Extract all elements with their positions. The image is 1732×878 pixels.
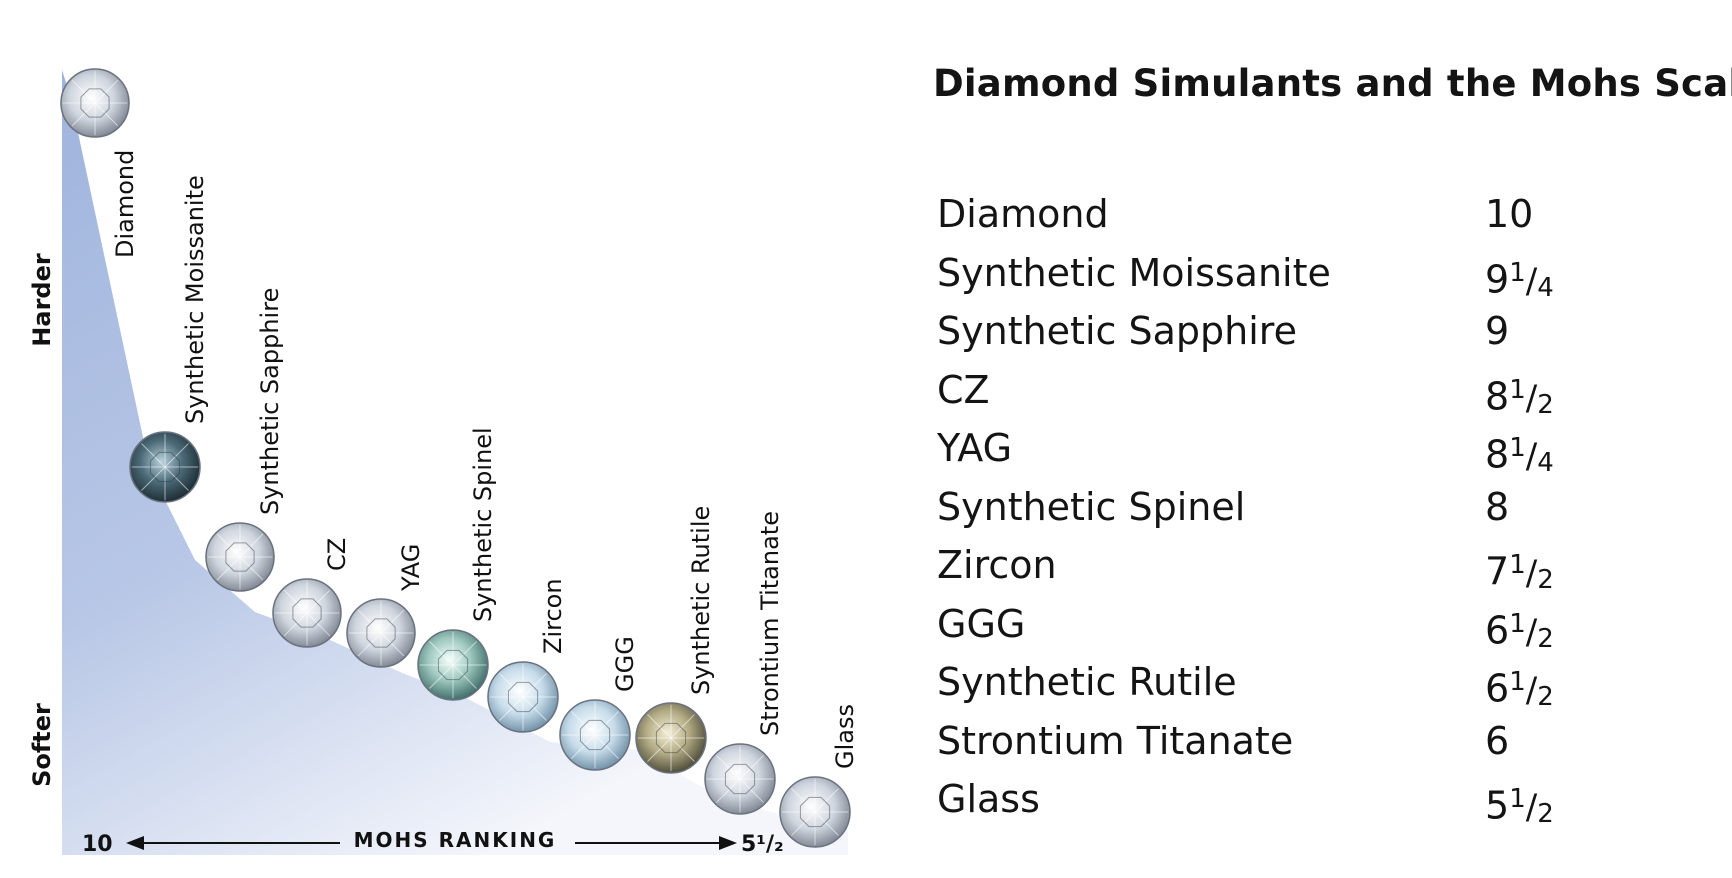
row-value-synthetic-rutile: 61/2 — [1485, 666, 1554, 712]
softer-label: Softer — [28, 703, 56, 787]
row-value-zircon: 71/2 — [1485, 549, 1554, 595]
gem-label-zircon: Zircon — [539, 578, 567, 654]
hardness-area — [62, 70, 848, 855]
row-value-ggg: 61/2 — [1485, 608, 1554, 654]
gem-cz — [272, 578, 342, 648]
row-name-yag: YAG — [937, 426, 1013, 470]
gem-ggg — [559, 699, 631, 771]
gem-label-synthetic-moissanite: Synthetic Moissanite — [181, 175, 209, 424]
gem-glass — [779, 776, 851, 848]
row-value-yag: 81/4 — [1485, 432, 1554, 478]
row-value-synthetic-moissanite: 91/4 — [1485, 257, 1554, 303]
row-name-synthetic-spinel: Synthetic Spinel — [937, 484, 1246, 529]
row-name-strontium-titanate: Strontium Titanate — [937, 718, 1294, 763]
gem-label-ggg: GGG — [611, 636, 639, 692]
row-name-synthetic-sapphire: Synthetic Sapphire — [937, 309, 1297, 353]
gem-synthetic-moissanite — [129, 431, 201, 503]
row-name-synthetic-rutile: Synthetic Rutile — [937, 660, 1237, 704]
gem-label-diamond: Diamond — [111, 150, 139, 258]
table-row: Strontium Titanate 6 — [937, 712, 1577, 771]
table-row: Synthetic Moissanite 91/4 — [937, 244, 1577, 303]
table-row: YAG 81/4 — [937, 419, 1577, 478]
row-name-glass: Glass — [937, 777, 1040, 821]
row-value-strontium-titanate: 6 — [1485, 718, 1510, 763]
table-row: GGG 61/2 — [937, 595, 1577, 654]
table-row: Synthetic Rutile 61/2 — [937, 653, 1577, 712]
page-title: Diamond Simulants and the Mohs Scale — [933, 62, 1732, 105]
gem-label-synthetic-spinel: Synthetic Spinel — [469, 427, 497, 622]
table-row: CZ 81/2 — [937, 361, 1577, 420]
right-arrowhead — [719, 836, 737, 850]
gem-label-glass: Glass — [831, 704, 859, 769]
row-name-synthetic-moissanite: Synthetic Moissanite — [937, 250, 1331, 295]
left-arrowhead — [126, 836, 144, 850]
gem-zircon — [487, 661, 559, 733]
table-row: Synthetic Spinel 8 — [937, 478, 1577, 537]
x-axis-label: MOHS RANKING — [354, 828, 557, 852]
table-row: Synthetic Sapphire 9 — [937, 302, 1577, 361]
row-value-glass: 51/2 — [1485, 783, 1554, 829]
gem-label-cz: CZ — [323, 538, 351, 571]
gem-label-synthetic-sapphire: Synthetic Sapphire — [256, 288, 284, 515]
table-row: Zircon 71/2 — [937, 536, 1577, 595]
table-row: Glass 51/2 — [937, 770, 1577, 829]
row-name-ggg: GGG — [937, 601, 1026, 646]
x-left-label: 10 — [82, 832, 113, 857]
row-name-cz: CZ — [937, 367, 990, 412]
gem-synthetic-spinel — [417, 629, 489, 701]
gem-strontium-titanate — [704, 743, 776, 815]
gem-label-strontium-titanate: Strontium Titanate — [756, 511, 784, 736]
harder-label: Harder — [28, 253, 56, 347]
gem-synthetic-sapphire — [205, 522, 275, 592]
table-row: Diamond 10 — [937, 185, 1577, 244]
gem-label-yag: YAG — [397, 544, 425, 592]
row-value-diamond: 10 — [1485, 192, 1534, 236]
row-value-cz: 81/2 — [1485, 374, 1554, 420]
row-name-diamond: Diamond — [937, 192, 1109, 236]
gem-yag — [346, 598, 416, 668]
gem-label-synthetic-rutile: Synthetic Rutile — [687, 506, 715, 695]
gem-diamond — [60, 68, 130, 138]
x-right-label: 5¹/₂ — [741, 832, 784, 857]
row-value-synthetic-spinel: 8 — [1485, 484, 1510, 529]
gem-synthetic-rutile — [635, 702, 707, 774]
row-name-zircon: Zircon — [937, 543, 1057, 587]
row-value-synthetic-sapphire: 9 — [1485, 309, 1510, 353]
